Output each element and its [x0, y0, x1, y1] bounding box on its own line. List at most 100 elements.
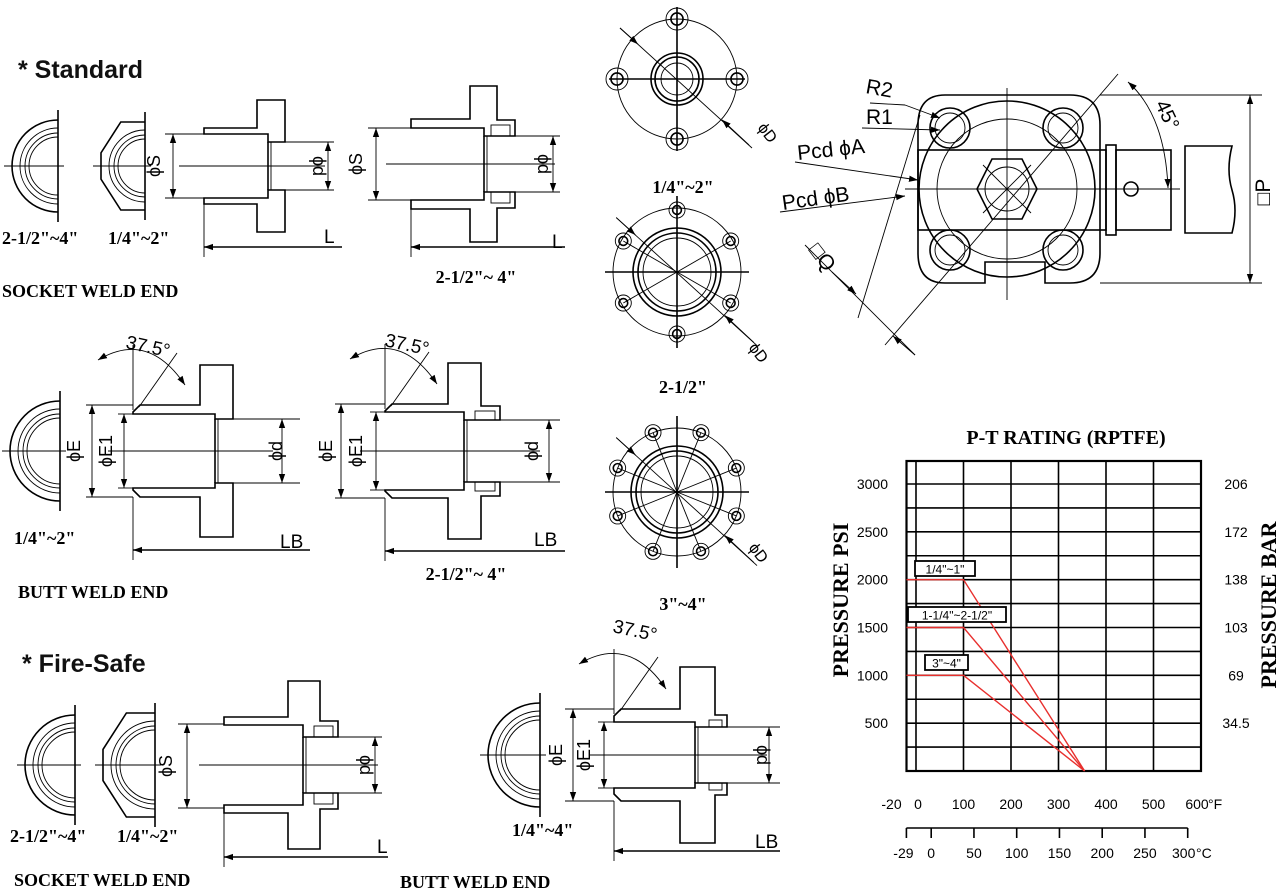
bevel-line — [619, 656, 659, 712]
hatched-wall — [203, 189, 286, 233]
bolt-hole-icon — [1047, 112, 1079, 144]
bolt-radial — [652, 491, 678, 552]
diameter-arrow — [724, 535, 755, 563]
std-socket-end-view-large — [4, 110, 64, 222]
dimension-label: ϕd — [309, 156, 329, 176]
y-tick-label: 2500 — [857, 524, 888, 540]
bolt-hole-icon — [647, 427, 659, 438]
y-axis-right-label: PRESSURE BAR — [1256, 520, 1278, 688]
bolt-radial — [617, 467, 678, 493]
bolt-hole-icon — [695, 546, 707, 557]
size-label: 1/4"~2" — [14, 528, 75, 548]
size-label: 1/4"~2" — [117, 826, 178, 846]
hatched-wall — [384, 481, 501, 540]
bolt-lug — [614, 294, 632, 312]
std-butt-end-view — [2, 391, 66, 511]
diameter-leader — [619, 27, 753, 149]
bevel-line — [138, 352, 178, 408]
length-label: LB — [755, 832, 778, 853]
seat-groove — [708, 719, 723, 728]
butt-weld-title: BUTT WELD END — [400, 872, 550, 889]
bolt-radial — [623, 271, 678, 304]
dimension-label: ϕd — [534, 154, 554, 174]
seat-groove — [474, 481, 496, 492]
length-label: L — [377, 837, 388, 858]
bolt-hole-icon — [725, 297, 736, 309]
seat-groove — [490, 124, 511, 137]
bolt-hole-icon — [612, 510, 623, 522]
bolt-lug — [722, 232, 740, 250]
socket-weld-title: SOCKET WELD END — [2, 281, 178, 301]
series-line — [906, 674, 1086, 772]
y-tick-label: 1000 — [857, 667, 888, 683]
celsius-tick-label: 50 — [966, 845, 982, 861]
dimension-arrow — [831, 271, 857, 295]
handle-stub — [1184, 145, 1236, 234]
body-outline — [917, 94, 1101, 284]
hatched-wall — [132, 364, 234, 420]
x-tick-label: 200 — [999, 796, 1023, 812]
bolt-radial — [676, 432, 702, 493]
bolt-radial — [676, 271, 731, 304]
hatched-wall — [613, 782, 728, 844]
diameter-leader — [615, 437, 758, 566]
pcd-a-label: Pcd ϕA — [796, 135, 866, 165]
x-tick-label: 0 — [914, 796, 922, 812]
hatched-wall — [410, 191, 516, 243]
leader — [794, 161, 919, 182]
bolt-boss — [929, 229, 971, 271]
y-tick-label: 2000 — [857, 572, 888, 588]
bolt-hole-icon — [934, 234, 966, 266]
bolt-radial — [617, 491, 678, 517]
bolt-lug — [644, 542, 662, 560]
bolt-lug — [692, 542, 710, 560]
angle-arc — [1127, 81, 1171, 189]
diameter-label: ϕD — [745, 340, 771, 367]
x-tick-label: 100 — [952, 796, 976, 812]
plot-frame — [905, 459, 1203, 773]
series-label: 1-1/4"~2-1/2" — [922, 609, 992, 623]
x-unit-label: °F — [1208, 796, 1222, 812]
standard-heading: * Standard — [18, 56, 143, 84]
leader — [869, 102, 906, 106]
diameter-arrow — [615, 217, 636, 236]
extension-line — [857, 114, 921, 319]
bolt-radial — [676, 491, 702, 552]
x-tick-label: 300 — [1047, 796, 1071, 812]
bolt-boss — [1042, 229, 1084, 271]
length-label: LB — [280, 532, 303, 553]
extension-line — [884, 73, 1119, 346]
series-label-box — [907, 606, 1007, 623]
series-label: 3"~4" — [932, 657, 961, 671]
bolt-lug — [644, 424, 662, 442]
x-tick-label: 400 — [1094, 796, 1118, 812]
celsius-tick-label: 100 — [1005, 845, 1029, 861]
bolt-lug — [609, 507, 627, 525]
x-tick-label: 600 — [1185, 796, 1209, 812]
body-band — [917, 149, 1107, 231]
flange-view-8-bolt: ϕD3"~4" — [605, 416, 771, 614]
dimension-label: ϕS — [144, 155, 164, 177]
bolt-hole-icon — [618, 297, 629, 309]
size-label: 2-1/2"~ 4" — [436, 267, 517, 287]
series-label: 1/4"~1" — [926, 563, 965, 577]
diameter-leader — [615, 217, 758, 346]
y-tick-label: 500 — [865, 715, 889, 731]
bolt-lug — [614, 232, 632, 250]
diameter-label: ϕD — [754, 120, 780, 147]
series-line — [906, 578, 1086, 772]
bolt-hole-icon — [731, 462, 742, 474]
socket-weld-title: SOCKET WELD END — [14, 870, 190, 889]
butt-weld-title: BUTT WELD END — [18, 582, 168, 602]
dimension-label: ϕE — [316, 440, 336, 462]
x-tick-label: 500 — [1142, 796, 1166, 812]
dimension-label: ϕE — [64, 440, 84, 462]
x-tick-label: -20 — [881, 796, 901, 812]
bolt-lug — [609, 459, 627, 477]
bolt-lug — [692, 424, 710, 442]
